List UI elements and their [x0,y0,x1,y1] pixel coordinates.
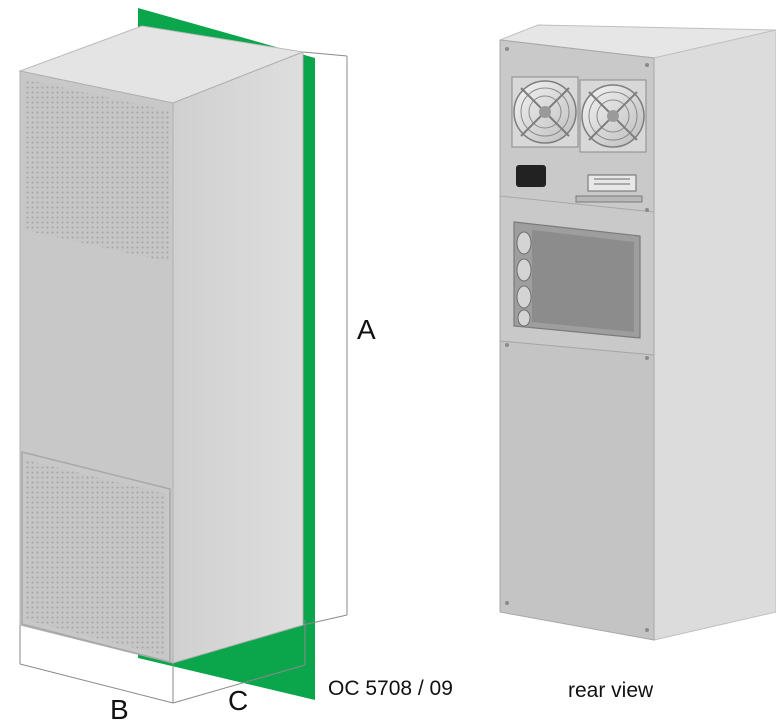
dimension-label-b: B [110,694,129,723]
dimension-label-a: A [357,314,376,345]
rear-cabinet-side [653,29,776,641]
cabinet-side [172,51,304,664]
dimension-lines [19,51,348,704]
rear-panel-lower [499,340,655,641]
drawing-code: OC 5708 / 09 [328,677,453,700]
rear-view-unit [499,24,776,641]
rear-panel-divider [499,195,655,213]
condenser-coil-bends [516,231,532,327]
power-socket-icon [516,165,546,187]
fan-icon [511,76,579,148]
terminal-strip-icon [575,174,643,203]
upper-air-grille [24,79,169,262]
lower-grille-frame [21,451,171,663]
condenser-window [532,230,634,332]
front-view [18,8,348,704]
mounting-screws [505,47,649,632]
lower-air-grille [26,460,166,656]
dimension-label-c: C [228,685,248,716]
fan-icon [579,79,647,153]
rear-view-caption: rear view [568,679,654,702]
